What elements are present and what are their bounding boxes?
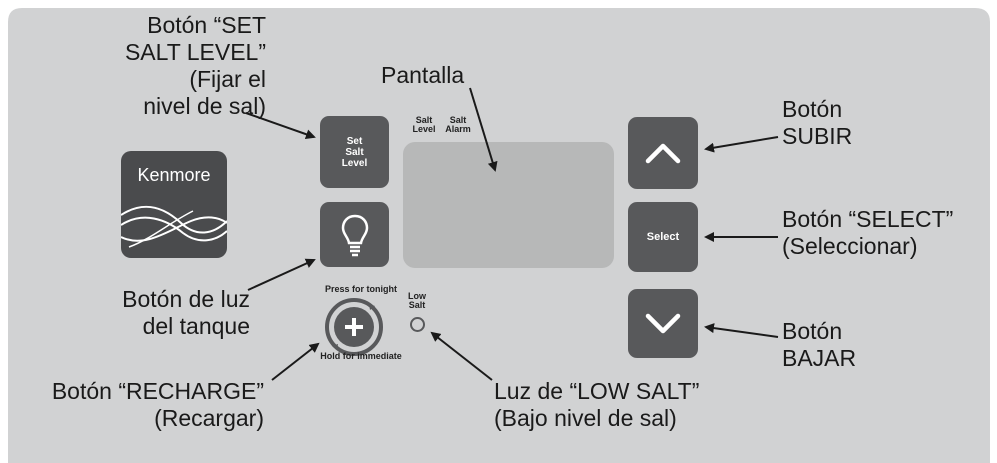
salt-level-label-2: Level — [412, 124, 436, 134]
set-salt-callout-line1: Botón “SET — [147, 12, 266, 38]
hold-for-immediate-label: Hold for immediate — [320, 351, 402, 361]
recharge-ring-icon — [325, 298, 383, 356]
recharge-callout: Botón “RECHARGE” (Recargar) — [10, 378, 264, 432]
low-salt-callout: Luz de “LOW SALT” (Bajo nivel de sal) — [494, 378, 699, 432]
set-salt-level-button[interactable]: Set Salt Level — [320, 116, 389, 188]
set-salt-callout-line3: (Fijar el — [189, 66, 266, 92]
select-callout-line1: Botón “SELECT” — [782, 206, 954, 232]
logo-wave-icon — [121, 205, 227, 248]
press-for-tonight-label: Press for tonight — [324, 284, 397, 294]
chevron-up-icon — [645, 143, 681, 164]
up-button[interactable] — [628, 117, 698, 189]
light-callout-line2: del tanque — [142, 313, 250, 339]
set-salt-callout-line2: SALT LEVEL” — [124, 39, 266, 65]
salt-alarm-label-2: Alarm — [445, 124, 471, 134]
light-callout-line1: Botón de luz — [122, 286, 250, 312]
low-salt-callout-line2: (Bajo nivel de sal) — [494, 405, 677, 431]
low-salt-label-1: Low — [408, 291, 426, 301]
light-callout: Botón de luz del tanque — [70, 286, 250, 340]
display-screen — [403, 142, 614, 268]
recharge-button[interactable] — [323, 296, 385, 358]
recharge-callout-line2: (Recargar) — [154, 405, 264, 431]
low-salt-label-2: Salt — [408, 300, 426, 310]
up-callout-line2: SUBIR — [782, 123, 853, 149]
logo-text: Kenmore — [137, 165, 211, 185]
tank-light-button[interactable] — [320, 202, 389, 267]
set-salt-callout: Botón “SET SALT LEVEL” (Fijar el nivel d… — [60, 12, 266, 120]
low-salt-indicator-label: Low Salt — [405, 292, 429, 310]
set-salt-line2: Salt — [345, 146, 364, 158]
down-button[interactable] — [628, 289, 698, 358]
set-salt-callout-line4: nivel de sal) — [143, 93, 266, 119]
salt-alarm-indicator-label: Salt Alarm — [443, 116, 473, 134]
low-salt-callout-line1: Luz de “LOW SALT” — [494, 378, 700, 404]
chevron-down-icon — [645, 313, 681, 333]
select-callout: Botón “SELECT” (Seleccionar) — [782, 206, 953, 260]
select-button[interactable]: Select — [628, 202, 698, 272]
salt-alarm-label-1: Salt — [449, 115, 467, 125]
pantalla-callout: Pantalla — [381, 62, 465, 88]
select-callout-line2: (Seleccionar) — [782, 233, 918, 259]
set-salt-line3: Level — [341, 157, 368, 169]
salt-level-indicator-label: Salt Level — [410, 116, 438, 134]
kenmore-logo: Kenmore — [121, 151, 227, 258]
salt-level-label-1: Salt — [415, 115, 433, 125]
down-callout: Botón BAJAR — [782, 318, 856, 372]
up-callout-line1: Botón — [782, 96, 843, 122]
recharge-callout-line1: Botón “RECHARGE” — [51, 378, 264, 404]
down-callout-line1: Botón — [782, 318, 843, 344]
up-callout: Botón SUBIR — [782, 96, 852, 150]
set-salt-line1: Set — [346, 135, 363, 147]
down-callout-line2: BAJAR — [782, 345, 857, 371]
low-salt-light — [410, 317, 425, 332]
lightbulb-icon — [341, 214, 368, 256]
